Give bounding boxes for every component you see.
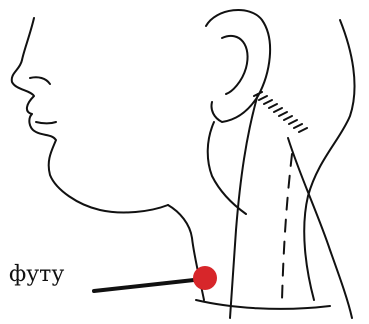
ear-outline	[206, 10, 270, 122]
face-profile-outline	[12, 18, 168, 212]
hatch-mark	[294, 124, 302, 128]
hatch-mark	[289, 120, 297, 124]
hatch-mark	[279, 112, 287, 116]
callout-leader-line	[94, 280, 194, 291]
collar-line	[196, 300, 330, 309]
ear-inner-fold	[222, 36, 248, 94]
hatch-mark	[264, 100, 272, 104]
dashed-throat-line	[282, 154, 292, 300]
hatch-mark	[299, 128, 307, 132]
hatch-mark	[259, 96, 267, 100]
hatch-mark	[274, 108, 282, 112]
hatch-mark	[284, 116, 292, 120]
callout-label: футу	[9, 262, 64, 288]
jaw-angle-line	[208, 122, 246, 214]
hatch-mark	[269, 104, 277, 108]
muscle-line-front	[230, 94, 258, 318]
acupoint-marker	[193, 266, 217, 290]
back-of-head-outline	[304, 20, 354, 300]
lips-line	[36, 122, 56, 124]
nostril-line	[30, 77, 50, 84]
